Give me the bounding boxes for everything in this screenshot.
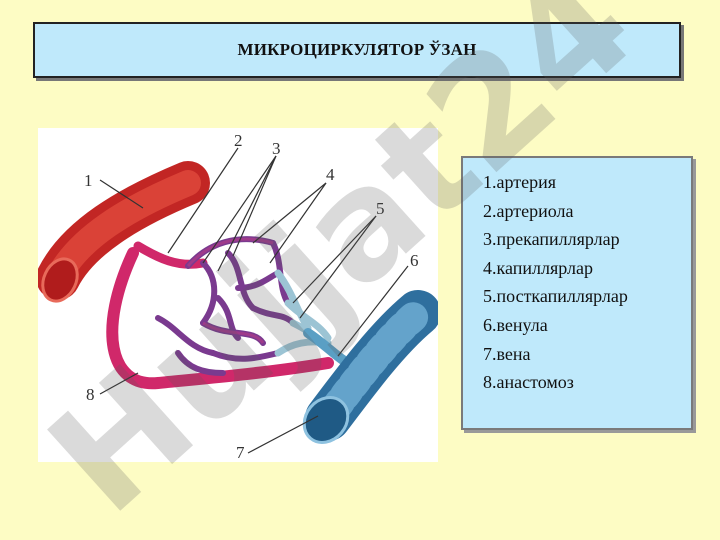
figure-label-6: 6 [410,251,419,270]
microcirculation-diagram: 1 2 3 4 5 6 7 8 [38,128,438,462]
legend-item-anastomosis: 8.анастомоз [483,372,574,393]
legend-panel: 1.артерия 2.артериола 3.прекапиллярлар 4… [461,156,693,430]
figure-label-1: 1 [84,171,93,190]
vein-opening [302,396,350,444]
arteriole-vessel [133,241,208,269]
anastomosis-vessel [106,247,334,390]
legend-item-precapillaries: 3.прекапиллярлар [483,229,620,250]
legend-item-capillaries: 4.капиллярлар [483,257,593,278]
microcirculation-illustration: 1 2 3 4 5 6 7 8 [38,131,438,462]
figure-label-4: 4 [326,165,335,184]
legend-item-artery: 1.артерия [483,172,557,192]
page-title: МИКРОЦИРКУЛЯТОР ЎЗАН [237,40,477,59]
venule-vessel [303,328,348,365]
figure-label-5: 5 [376,199,385,218]
figure-label-7: 7 [236,443,245,462]
figure-label-3: 3 [272,139,281,158]
legend-item-venule: 6.венула [483,314,548,335]
title-banner: МИКРОЦИРКУЛЯТОР ЎЗАН [33,22,681,78]
figure-label-2: 2 [234,131,243,150]
legend-item-postcapillaries: 5.посткапиллярлар [483,286,628,307]
legend-list: 1.артерия 2.артериола 3.прекапиллярлар 4… [483,168,691,397]
figure-label-8: 8 [86,385,95,404]
legend-item-vein: 7.вена [483,343,531,364]
legend-item-arteriole: 2.артериола [483,200,574,221]
artery-opening [41,257,79,303]
